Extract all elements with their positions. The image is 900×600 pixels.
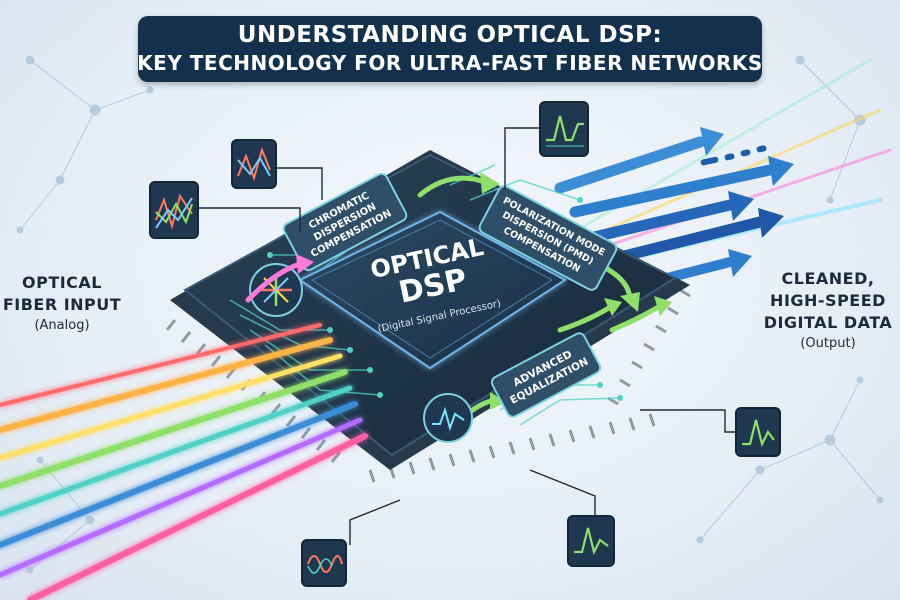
polarization-icon (249, 263, 303, 317)
trace-nodes (267, 197, 623, 401)
waveform-icon (231, 139, 277, 189)
input-label-line1: OPTICAL (21, 273, 102, 292)
input-label-line2: FIBER INPUT (2, 295, 122, 314)
dsp-core (298, 210, 567, 370)
module-chromatic-dispersion (282, 172, 408, 272)
title-line-2: KEY TECHNOLOGY FOR ULTRA-FAST FIBER NETW… (137, 51, 763, 75)
waveform-icon (149, 181, 199, 239)
input-label-line3: (Analog) (34, 318, 90, 333)
output-arrow-2 (569, 156, 794, 218)
module-pmd (478, 185, 618, 291)
input-entry-arrow (245, 254, 314, 303)
data-dashes (700, 145, 767, 166)
module-equalization (490, 332, 602, 418)
waveform-icon (301, 539, 347, 587)
callout-connectors (195, 127, 742, 545)
output-label-line2: HIGH-SPEED (770, 291, 886, 310)
output-label-line1: CLEANED, (781, 269, 875, 288)
output-arrow-3 (584, 191, 754, 244)
input-laser-beams (0, 323, 368, 600)
output-exit-arrow (609, 296, 672, 333)
output-arrow-1 (554, 127, 724, 194)
internal-arrowheads (480, 172, 640, 410)
waveform-icon (567, 515, 615, 567)
title-banner: UNDERSTANDING OPTICAL DSP: KEY TECHNOLOG… (137, 16, 763, 82)
input-label: OPTICAL FIBER INPUT (Analog) (2, 272, 122, 336)
output-label-line4: (Output) (800, 336, 856, 351)
output-label: CLEANED, HIGH-SPEED DIGITAL DATA (Output… (756, 268, 900, 354)
equalizer-scope-icon (423, 393, 473, 443)
title-line-1: UNDERSTANDING OPTICAL DSP: (237, 22, 663, 48)
waveform-icon (735, 407, 781, 457)
waveform-icon (539, 101, 589, 157)
output-label-line3: DIGITAL DATA (763, 313, 893, 332)
